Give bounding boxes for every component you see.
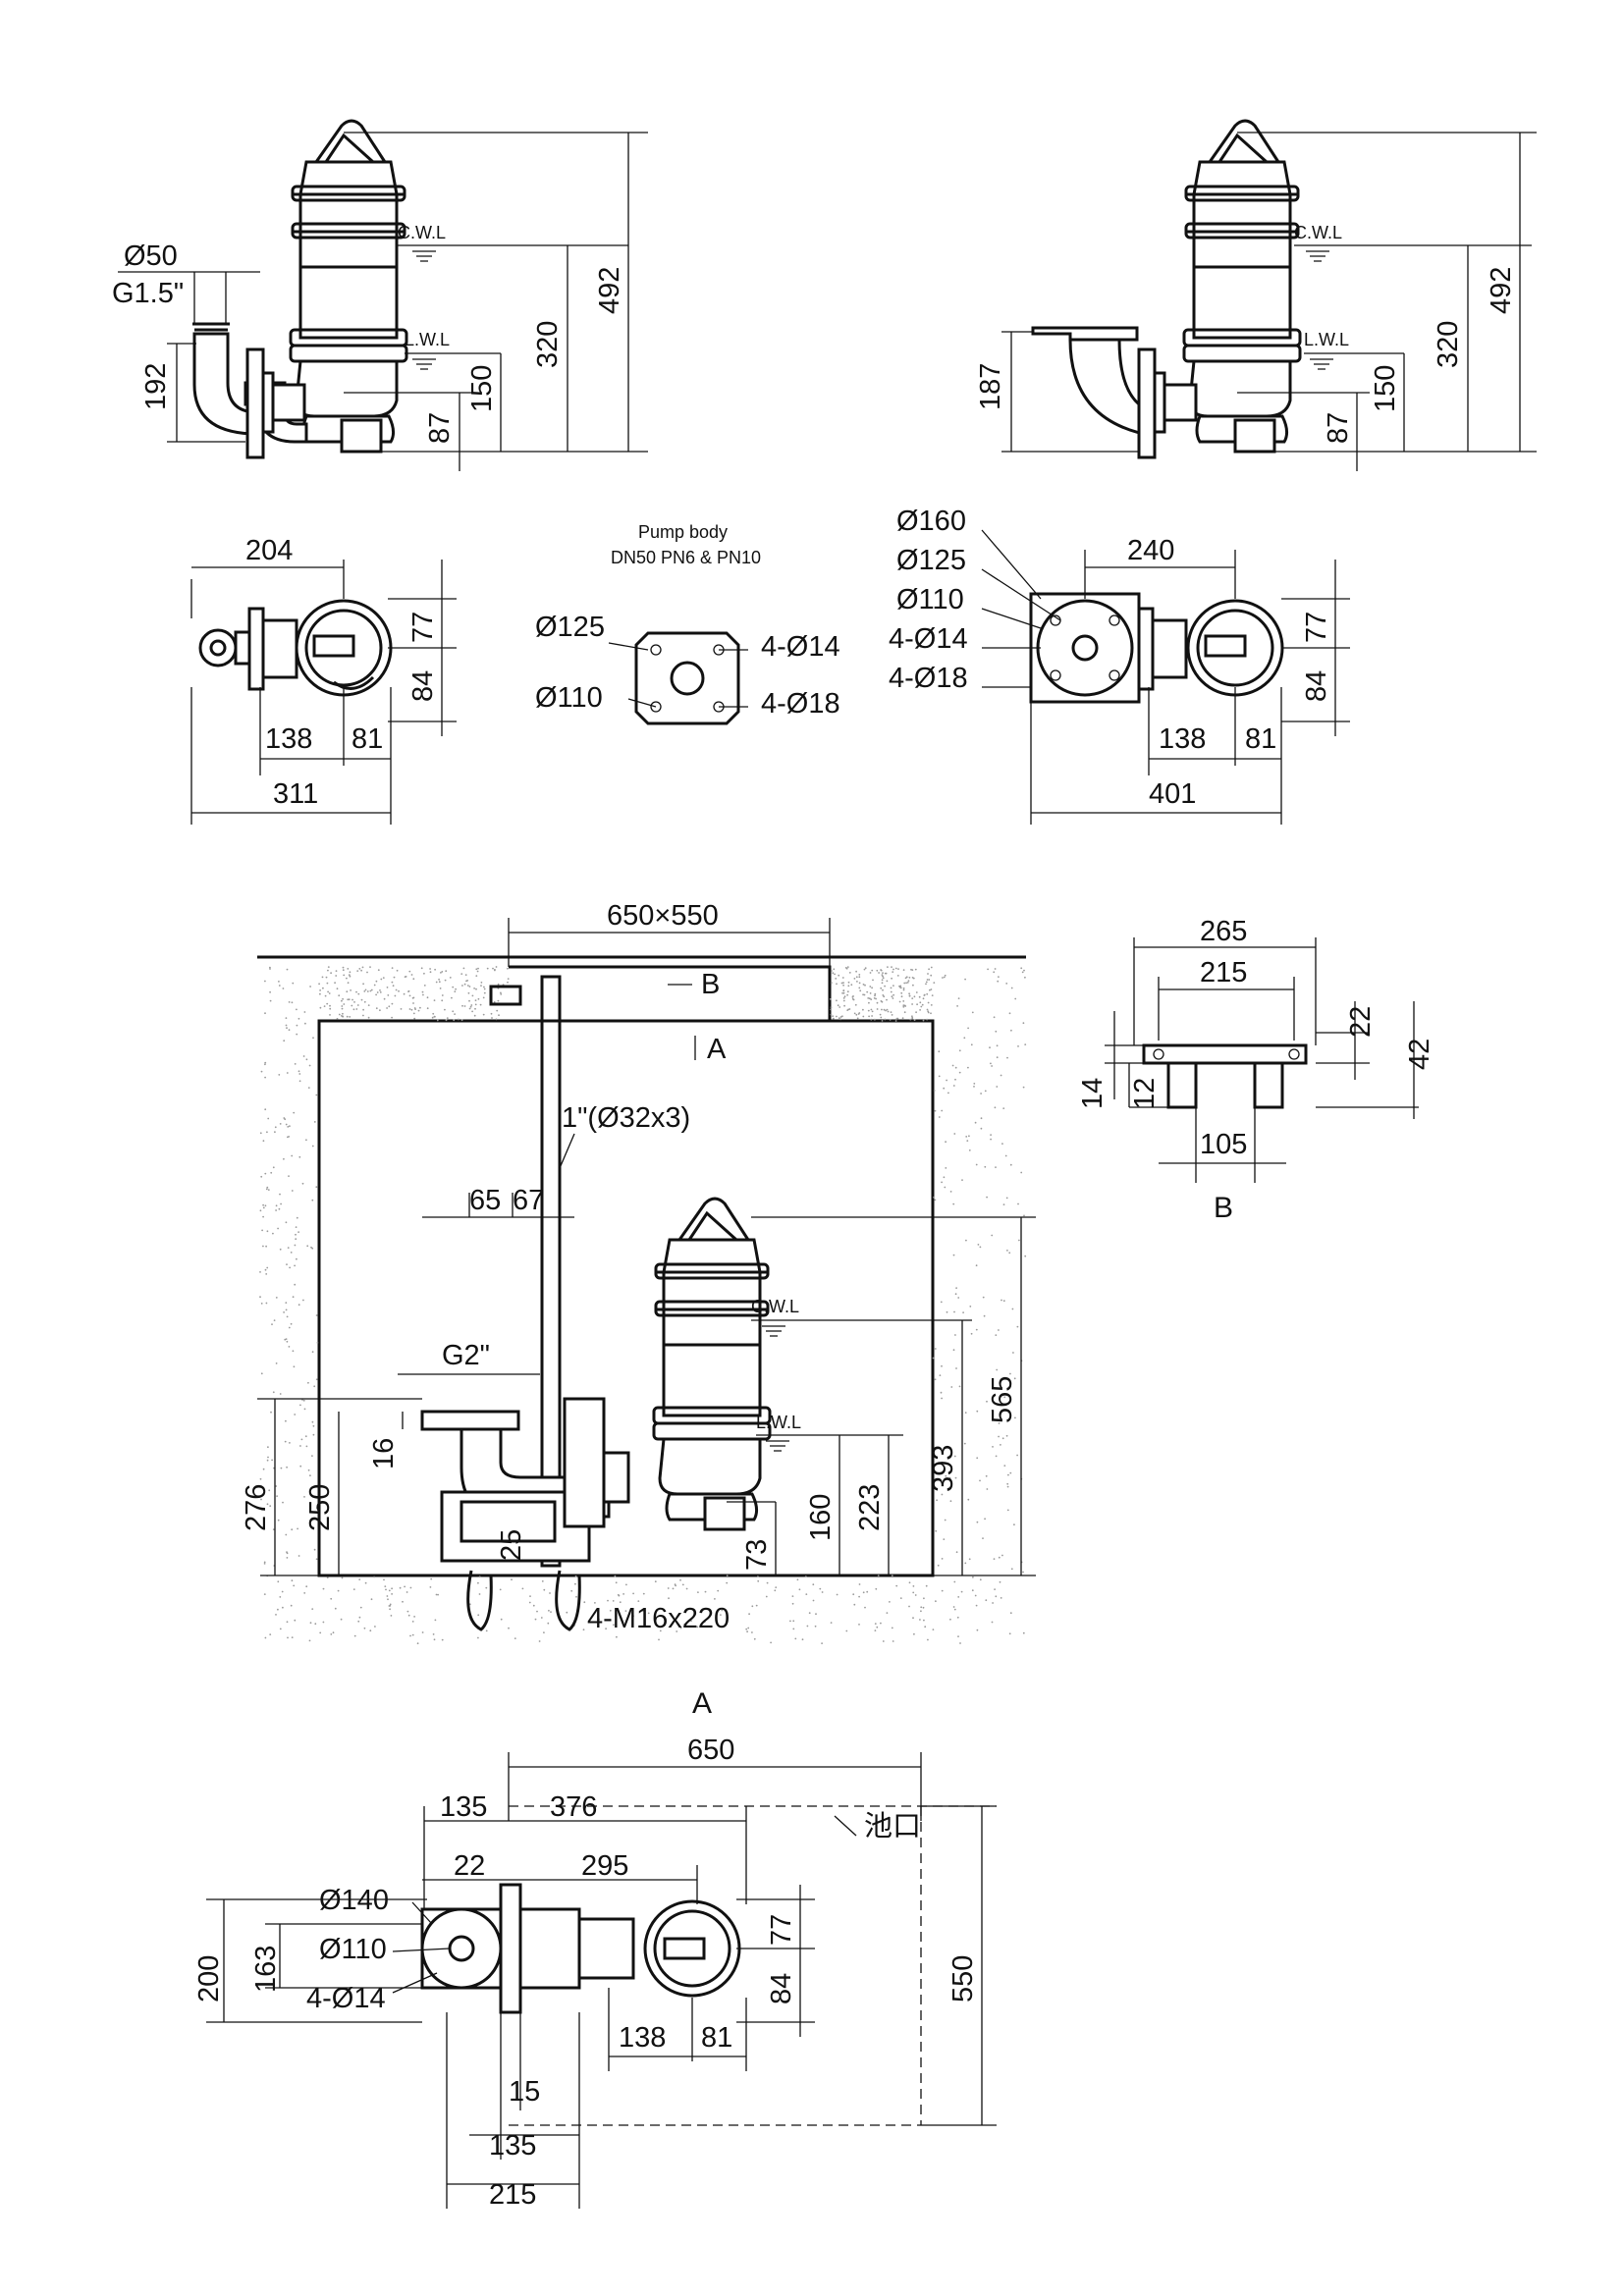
v4-d160: Ø160 [896, 506, 966, 537]
detail-b-bracket: 265 215 22 42 14 12 105 B [1077, 916, 1435, 1224]
plan-215: 215 [489, 2179, 536, 2211]
b-105: 105 [1200, 1129, 1247, 1160]
cwl-label-2: C.W.L [1294, 223, 1342, 242]
v4-4d14: 4-Ø14 [889, 623, 968, 655]
dim-150: 150 [466, 365, 498, 412]
dim-160: 160 [805, 1494, 837, 1541]
pit-lwl: L.W.L [756, 1413, 801, 1432]
plan-84: 84 [766, 1973, 797, 2004]
view-top-left: 204 77 84 138 81 311 [190, 535, 457, 825]
plan-d140: Ø140 [319, 1885, 389, 1916]
cwl-label: C.W.L [398, 223, 446, 242]
plan-650: 650 [687, 1735, 734, 1766]
v4-240: 240 [1127, 535, 1174, 566]
pb-d110: Ø110 [535, 682, 603, 714]
dim-320: 320 [532, 321, 564, 368]
pump-body-title: Pump body [638, 522, 728, 542]
view-b-title: B [1214, 1192, 1233, 1224]
v4-d125: Ø125 [896, 545, 966, 576]
pit-label-b: B [701, 969, 720, 1000]
pump-body-flange: Pump body DN50 PN6 & PN10 Ø125 Ø110 4-Ø1… [535, 522, 840, 725]
plan-376: 376 [550, 1791, 597, 1823]
view-top-right: Ø160 Ø125 Ø110 4-Ø14 4-Ø18 240 77 84 138… [889, 506, 1350, 825]
v4-84: 84 [1301, 670, 1332, 702]
plan-view: 650 135 376 22 295 Ø140 Ø110 4-Ø14 200 1… [193, 1735, 997, 2211]
plan-d110: Ø110 [319, 1934, 387, 1965]
plan-135: 135 [440, 1791, 487, 1823]
pipe-spec: 1"(Ø32x3) [562, 1102, 690, 1134]
view-elevation-right: C.W.L L.W.L 492 320 150 87 187 [975, 119, 1537, 471]
dim-250: 250 [304, 1484, 336, 1531]
plan-550: 550 [947, 1955, 979, 2002]
dim-276: 276 [241, 1484, 272, 1531]
dim-65: 65 [469, 1185, 501, 1216]
anchor-bolts: 4-M16x220 [587, 1603, 730, 1634]
pump-body-subtitle: DN50 PN6 & PN10 [611, 548, 761, 567]
dim-d50: Ø50 [124, 240, 178, 272]
plan-15: 15 [509, 2076, 540, 2108]
plan-22: 22 [454, 1850, 485, 1882]
plan-81: 81 [701, 2022, 732, 2054]
pb-d125: Ø125 [535, 612, 605, 643]
b-14: 14 [1077, 1078, 1109, 1109]
plan-163: 163 [250, 1946, 282, 1993]
dim-16: 16 [368, 1438, 400, 1469]
dim-87b: 87 [1323, 412, 1354, 444]
dim-84: 84 [407, 670, 439, 702]
dim-311: 311 [273, 778, 318, 810]
dim-492: 492 [594, 267, 625, 314]
plan-138: 138 [619, 2022, 666, 2054]
dim-393: 393 [928, 1445, 959, 1492]
pb-4d18: 4-Ø18 [761, 688, 840, 720]
view-a-title: A [692, 1687, 712, 1720]
pb-4d14: 4-Ø14 [761, 631, 840, 663]
pit-cwl: C.W.L [751, 1297, 799, 1316]
section-a-pit: C.W.L L.W.L 650×550 B A 1"(Ø32x3) 65 67 … [241, 900, 1036, 1720]
dim-192: 192 [140, 363, 172, 410]
v4-77: 77 [1301, 612, 1332, 643]
dim-138: 138 [265, 723, 312, 755]
v4-401: 401 [1149, 778, 1196, 810]
dim-67: 67 [513, 1185, 544, 1216]
plan-295: 295 [581, 1850, 628, 1882]
dim-g2: G2" [442, 1340, 490, 1371]
pit-opening: 池口 [864, 1810, 921, 1842]
dim-25: 25 [496, 1529, 527, 1561]
dim-87: 87 [424, 412, 456, 444]
lwl-label: L.W.L [405, 330, 450, 349]
lwl-label-2: L.W.L [1304, 330, 1349, 349]
v4-81: 81 [1245, 723, 1276, 755]
b-12: 12 [1129, 1078, 1161, 1109]
b-42: 42 [1404, 1039, 1435, 1070]
dim-320b: 320 [1433, 321, 1464, 368]
dim-492b: 492 [1486, 267, 1517, 314]
dim-77: 77 [407, 612, 439, 643]
dim-223: 223 [854, 1484, 886, 1531]
b-22: 22 [1345, 1006, 1377, 1038]
plan-135b: 135 [489, 2130, 536, 2162]
v4-138: 138 [1159, 723, 1206, 755]
pit-650x550: 650×550 [607, 900, 719, 932]
dim-565: 565 [987, 1376, 1018, 1423]
plan-200: 200 [193, 1955, 225, 2002]
plan-77: 77 [766, 1914, 797, 1946]
b-215: 215 [1200, 957, 1247, 988]
concrete-hatch [259, 966, 1027, 1645]
dim-187: 187 [975, 363, 1006, 410]
dim-73: 73 [741, 1539, 773, 1571]
v4-d110: Ø110 [896, 584, 964, 615]
pit-label-a: A [707, 1034, 727, 1065]
dim-204: 204 [245, 535, 293, 566]
dim-g15: G1.5" [112, 278, 184, 309]
dim-81: 81 [352, 723, 383, 755]
v4-4d18: 4-Ø18 [889, 663, 968, 694]
b-265: 265 [1200, 916, 1247, 947]
view-elevation-left: C.W.L L.W.L 492 320 150 87 192 Ø50 G1.5" [112, 119, 648, 471]
dim-150b: 150 [1370, 365, 1401, 412]
